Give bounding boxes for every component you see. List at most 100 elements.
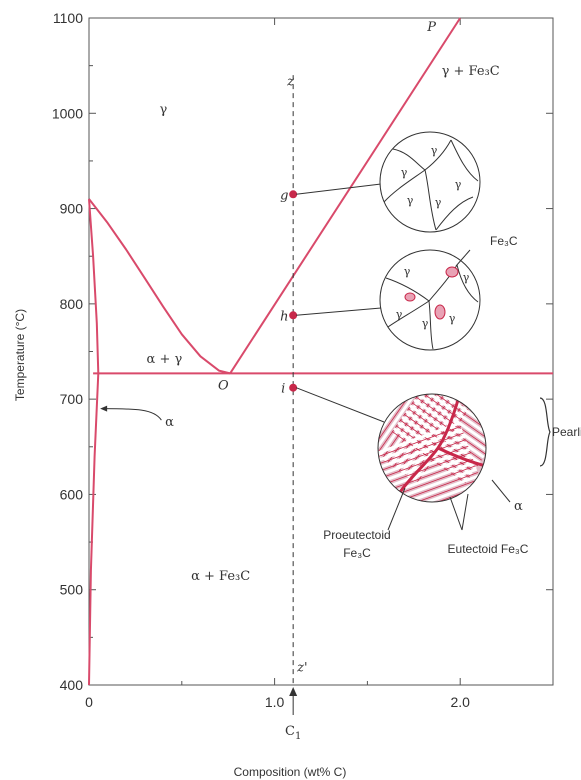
grain-boundary bbox=[424, 169, 437, 231]
phase-region-label: α + γ bbox=[147, 352, 183, 367]
grain-boundary bbox=[450, 139, 479, 182]
leader-h bbox=[296, 307, 382, 316]
c1-label: C1 bbox=[285, 724, 301, 742]
point-g-marker bbox=[289, 190, 298, 199]
grain-gamma-label: γ bbox=[463, 271, 470, 284]
grain-gamma-label: γ bbox=[455, 178, 462, 191]
y-axis-title: Temperature (°C) bbox=[13, 309, 27, 401]
ferrite-lamella bbox=[378, 394, 421, 450]
phase-region-label: γ + Fe₃C bbox=[442, 64, 500, 79]
micro-alpha-label: α bbox=[514, 499, 523, 514]
y-tick-label: 400 bbox=[60, 677, 84, 693]
y-tick-label: 900 bbox=[60, 201, 84, 217]
c1-main: C bbox=[285, 724, 295, 739]
alpha-solvus-line bbox=[88, 198, 100, 686]
phase-boundaries bbox=[88, 17, 553, 715]
grain-boundary bbox=[387, 300, 430, 328]
cementite-lamella bbox=[385, 452, 471, 484]
microstructure-insets: γγγγγγγγγγFe₃CPearliteαProeutectoidFe₃CE… bbox=[295, 131, 581, 560]
fe3c-precipitate bbox=[434, 304, 446, 320]
fe3c-precipitate bbox=[445, 266, 459, 278]
grain-gamma-label: γ bbox=[407, 194, 414, 207]
proeutectoid-label-line2: Fe₃C bbox=[343, 546, 371, 560]
pearlite-label: Pearlite bbox=[552, 425, 581, 439]
grain-gamma-label: γ bbox=[449, 312, 456, 325]
phase-region-label: γ bbox=[160, 102, 168, 117]
ferrite-lamella bbox=[417, 394, 486, 448]
pearlite-lamellae bbox=[378, 394, 490, 536]
ferrite-lamella bbox=[393, 427, 469, 482]
point-label-i: i bbox=[281, 382, 285, 397]
fe3c-label: Fe₃C bbox=[490, 234, 518, 248]
grain-boundary bbox=[428, 300, 434, 350]
ferrite-lamella bbox=[391, 467, 478, 502]
y-tick-label: 1100 bbox=[53, 10, 83, 26]
point-i-marker bbox=[289, 383, 298, 392]
micro-alpha-leader bbox=[491, 479, 511, 503]
ferrite-lamella bbox=[378, 428, 463, 462]
cementite-lamella bbox=[402, 498, 486, 502]
point-label-P: P bbox=[426, 20, 436, 35]
leader-g bbox=[296, 183, 382, 195]
microstructure-i-circle-outline bbox=[377, 393, 487, 503]
y-tick-label: 700 bbox=[60, 391, 84, 407]
acm-boundary-line bbox=[229, 17, 462, 374]
proeutectoid-leader bbox=[387, 487, 406, 531]
fe3c-precipitate bbox=[404, 292, 416, 302]
cementite-lamella bbox=[381, 439, 467, 471]
grain-gamma-label: γ bbox=[401, 166, 408, 179]
alpha-leader-line bbox=[101, 408, 162, 421]
pearlite-brace bbox=[539, 397, 551, 467]
eutectoid-fe3c-label: Eutectoid Fe₃C bbox=[448, 542, 529, 556]
eutectoid-leader-2 bbox=[461, 493, 469, 531]
x-tick-label: 0 bbox=[85, 694, 93, 710]
ferrite-lamella bbox=[379, 434, 466, 469]
ferrite-lamella bbox=[386, 454, 473, 489]
ferrite-lamella bbox=[378, 421, 461, 456]
point-label-zprime: z' bbox=[296, 660, 307, 675]
cementite-lamella bbox=[378, 432, 464, 465]
point-label-z: z bbox=[286, 74, 294, 89]
cementite-lamella bbox=[390, 465, 476, 498]
microstructure-g-circle bbox=[379, 131, 481, 233]
cementite-lamella bbox=[395, 478, 481, 502]
cementite-lamella bbox=[388, 458, 474, 491]
eutectoid-leader-1 bbox=[449, 496, 463, 531]
c1-arrow-head bbox=[289, 687, 298, 696]
ferrite-lamella bbox=[425, 394, 486, 436]
x-tick-label: 1.0 bbox=[265, 694, 285, 710]
alpha-label: α bbox=[165, 415, 174, 430]
grain-boundary bbox=[456, 264, 479, 303]
proeutectoid-label-line1: Proeutectoid bbox=[323, 528, 390, 542]
proeutectoid-network bbox=[437, 446, 486, 468]
grain-boundary bbox=[435, 196, 474, 231]
grain-gamma-label: γ bbox=[404, 265, 411, 278]
point-h-marker bbox=[289, 311, 298, 320]
grain-gamma-label: γ bbox=[396, 308, 403, 321]
c1-subscript: 1 bbox=[295, 731, 301, 742]
ferrite-lamella bbox=[382, 441, 468, 476]
cementite-lamella bbox=[419, 394, 486, 444]
cementite-lamella bbox=[415, 396, 486, 450]
phase-region-label: α + Fe₃C bbox=[191, 569, 250, 584]
y-tick-label: 500 bbox=[60, 582, 84, 598]
ferrite-lamella bbox=[378, 394, 427, 454]
leader-i bbox=[295, 387, 385, 423]
a3-boundary-line bbox=[88, 198, 231, 375]
grain-boundary bbox=[392, 148, 426, 171]
y-tick-label: 1000 bbox=[52, 105, 83, 121]
alpha-leader-arrow bbox=[100, 405, 108, 412]
grain-boundary bbox=[385, 277, 430, 302]
ferrite-lamella bbox=[396, 480, 482, 502]
fe3c-leader bbox=[455, 249, 471, 267]
point-label-O: O bbox=[218, 378, 229, 393]
grain-boundary bbox=[383, 169, 426, 203]
grain-boundary bbox=[424, 139, 452, 171]
cementite-lamella bbox=[405, 505, 490, 536]
point-label-g: g bbox=[280, 188, 288, 203]
point-label-h: h bbox=[280, 309, 288, 324]
grain-gamma-label: γ bbox=[422, 317, 429, 330]
